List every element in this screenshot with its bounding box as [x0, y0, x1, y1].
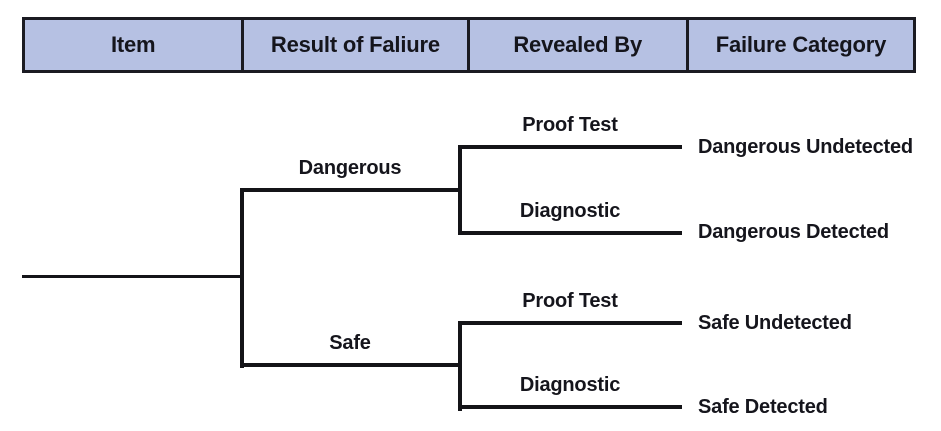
safe-split-vertical-line — [458, 321, 462, 411]
outcome-label-safe-undetected: Safe Undetected — [698, 312, 852, 334]
revealed-by-label-safe-proof-test: Proof Test — [522, 290, 618, 312]
header-cell-item: Item — [110, 32, 156, 57]
trunk-vertical-line — [240, 188, 244, 368]
header-cell-result-of-failure: Result of Faliure — [241, 20, 466, 70]
branch-label-safe: Safe — [329, 332, 371, 354]
dangerous-branch-line — [240, 188, 460, 192]
header-cell-failure-category: Failure Category — [685, 20, 913, 70]
outcome-label-safe-detected: Safe Detected — [698, 396, 828, 418]
revealed-by-label-dangerous-proof-test: Proof Test — [522, 114, 618, 136]
safe-diagnostic-line — [458, 405, 682, 409]
dangerous-diagnostic-line — [458, 231, 682, 235]
header-table: Item Result of Faliure Revealed By Failu… — [22, 17, 916, 73]
root-line — [22, 275, 244, 278]
outcome-label-dangerous-undetected: Dangerous Undetected — [698, 136, 913, 158]
header-cell-revealed-by: Revealed By — [466, 20, 686, 70]
outcome-label-dangerous-detected: Dangerous Detected — [698, 221, 889, 243]
safe-branch-line — [240, 363, 460, 367]
dangerous-proof-test-line — [458, 145, 682, 149]
safe-proof-test-line — [458, 321, 682, 325]
revealed-by-label-dangerous-diagnostic: Diagnostic — [519, 200, 621, 222]
branch-label-dangerous: Dangerous — [298, 157, 402, 179]
dangerous-split-vertical-line — [458, 145, 462, 235]
revealed-by-label-safe-diagnostic: Diagnostic — [519, 374, 621, 396]
